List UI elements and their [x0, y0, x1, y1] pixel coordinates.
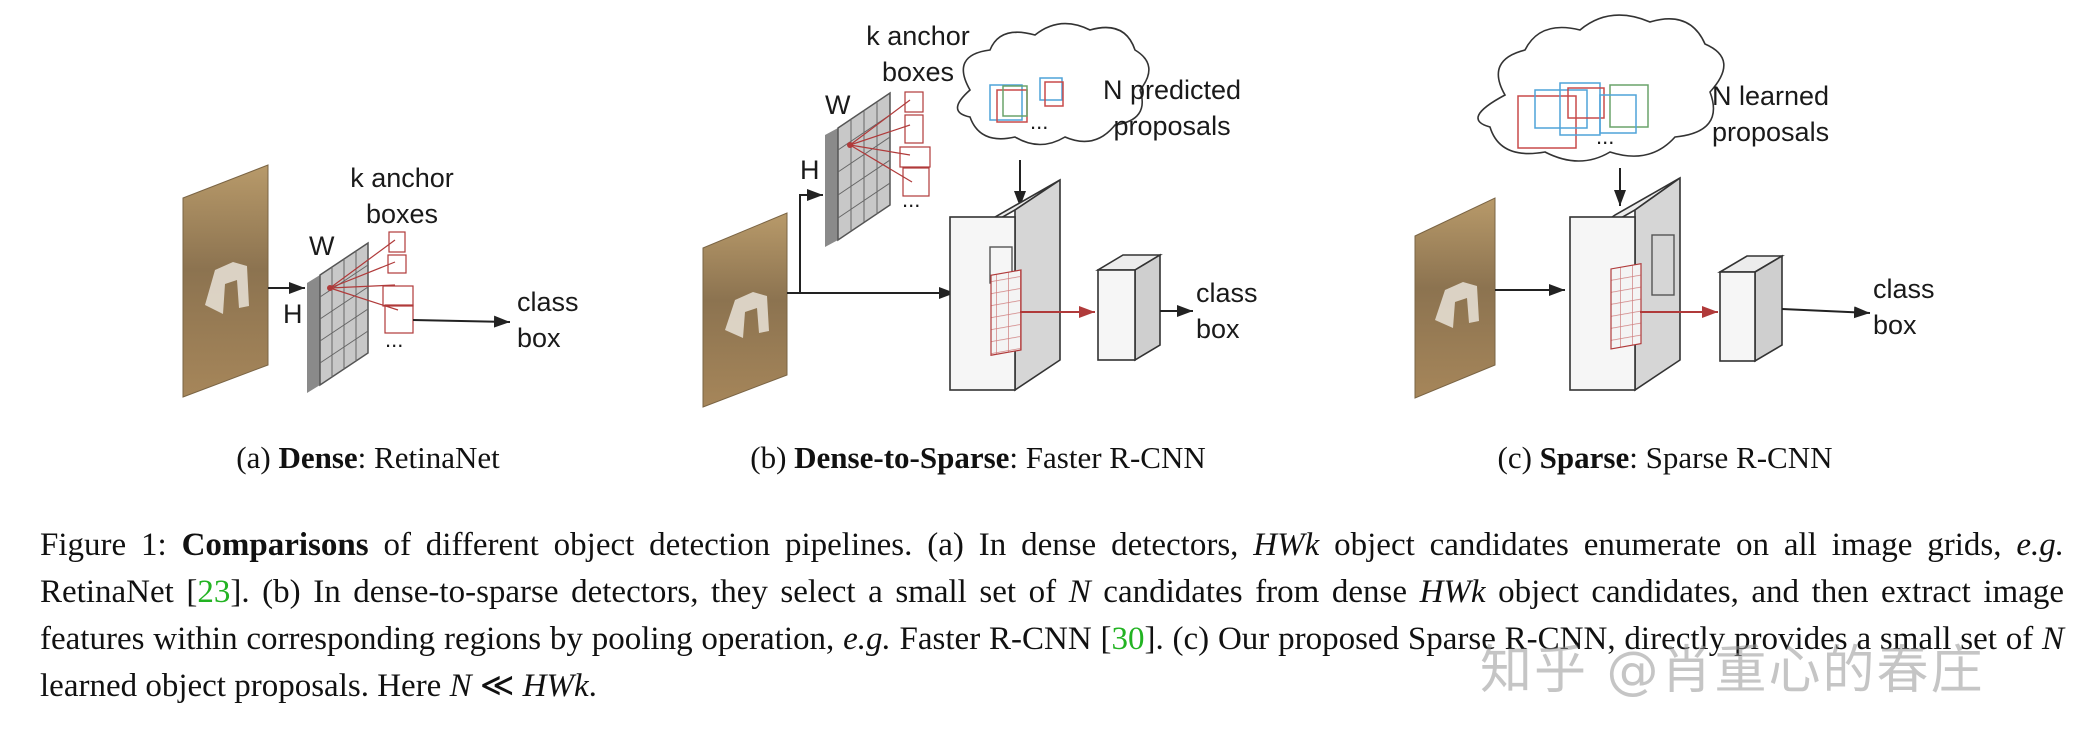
- width-label-b: W: [825, 90, 851, 120]
- panel-a-diagram: [182, 164, 511, 398]
- subcaption-b: (b) Dense-to-Sparse: Faster R-CNN: [750, 440, 1206, 475]
- figure-caption: Figure 1: Comparisons of different objec…: [40, 527, 2065, 704]
- height-label-a: H: [283, 299, 303, 329]
- outputs-label-c: class box: [1873, 274, 1935, 341]
- watermark: 知乎 @肖重心的春庄: [1480, 641, 1985, 701]
- height-label-b: H: [800, 155, 820, 185]
- outputs-label-a: class box: [517, 287, 579, 354]
- cloud-dots-b: ...: [1030, 109, 1049, 134]
- anchor-dots-a: ...: [385, 327, 404, 352]
- proposal-cloud: [956, 22, 1150, 146]
- feature-map: [307, 275, 320, 393]
- anchor-dots-b: ...: [902, 187, 921, 212]
- subcaption-a: (a) Dense: RetinaNet: [236, 440, 500, 475]
- cloud-dots-c: ...: [1596, 124, 1615, 149]
- anchor-boxes-label-a: k anchor boxes: [350, 163, 454, 230]
- panel-c-diagram: [1414, 14, 1871, 399]
- anchor-boxes-label-b: k anchor boxes: [866, 21, 970, 88]
- proposals-label-b: N predicted proposals: [1103, 75, 1242, 142]
- citation-link[interactable]: 23: [197, 574, 231, 610]
- proposals-label-c: N learned proposals: [1712, 81, 1830, 148]
- panel-b-diagram: [702, 22, 1193, 408]
- citation-link[interactable]: 30: [1111, 621, 1145, 657]
- subcaption-c: (c) Sparse: Sparse R-CNN: [1497, 440, 1833, 475]
- outputs-label-b: class box: [1196, 278, 1258, 345]
- feature-map: [825, 128, 838, 247]
- width-label-a: W: [309, 231, 335, 261]
